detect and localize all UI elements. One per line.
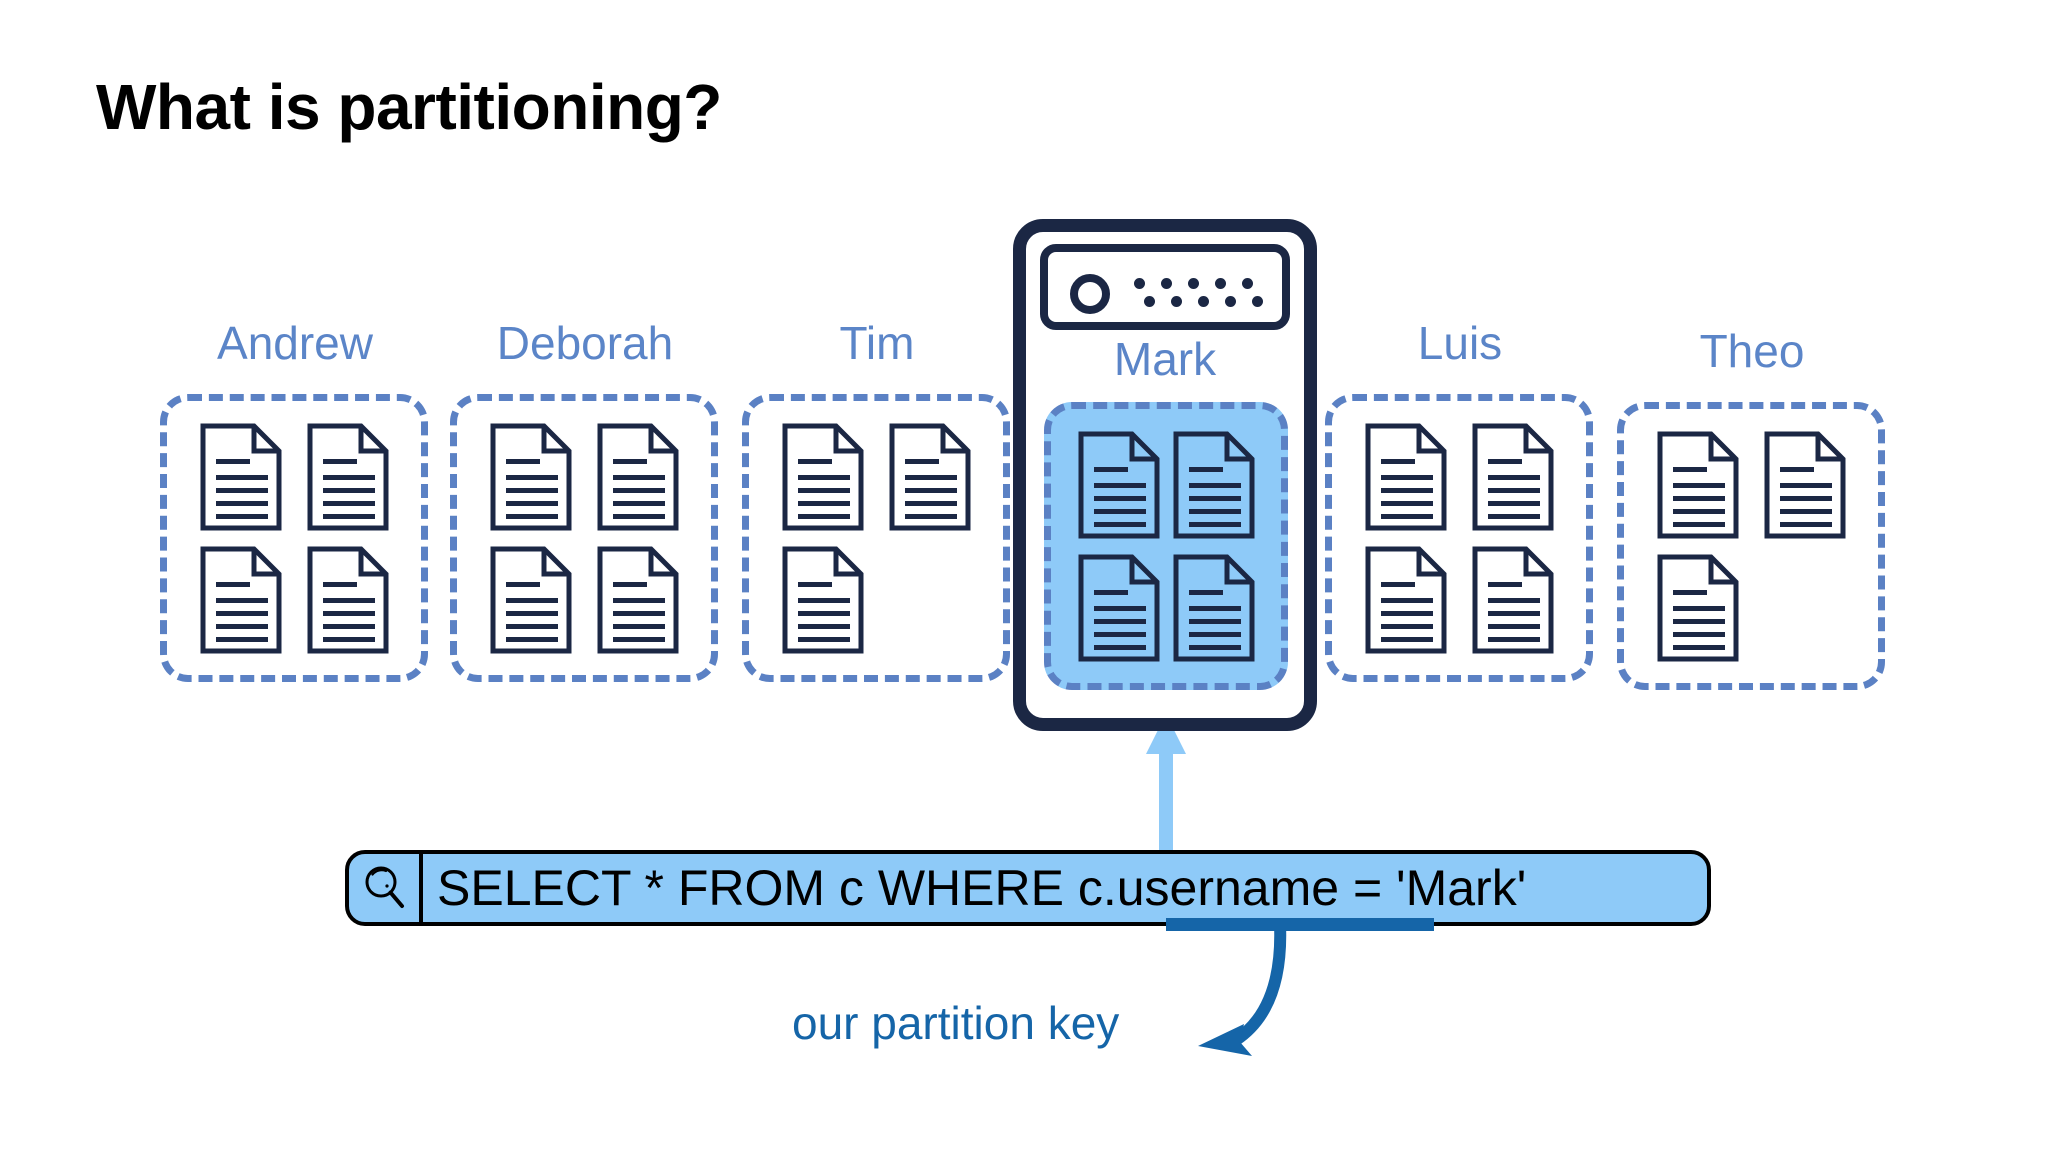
document-item[interactable]: [1472, 546, 1554, 654]
partition-name-label: Luis: [1417, 317, 1503, 369]
document-grid-tim: [749, 401, 1003, 675]
document-grid-mark: [1051, 409, 1281, 683]
document-icon: [1472, 546, 1553, 653]
partition-key-underline: [1166, 918, 1434, 931]
document-item[interactable]: [597, 423, 679, 531]
document-item[interactable]: [1173, 431, 1255, 539]
document-item[interactable]: [307, 423, 389, 531]
query-bar[interactable]: SELECT * FROM c WHERE c.username = 'Mark…: [345, 850, 1711, 926]
document-item[interactable]: [1365, 546, 1447, 654]
document-icon: [1472, 423, 1553, 530]
document-item[interactable]: [200, 546, 282, 654]
vent-dot: [1161, 278, 1172, 289]
document-grid-andrew: [167, 401, 421, 675]
query-segment-after: = 'Mark': [1339, 860, 1527, 916]
document-item[interactable]: [1365, 423, 1447, 531]
vent-dot: [1171, 296, 1182, 307]
partition-box-luis[interactable]: [1325, 394, 1593, 682]
query-text[interactable]: SELECT * FROM c WHERE c.username = 'Mark…: [423, 863, 1707, 913]
server-name-label: Mark: [1113, 333, 1217, 385]
document-icon: [1173, 431, 1254, 538]
vent-dot: [1215, 278, 1226, 289]
partition-name-label: Andrew: [217, 317, 373, 369]
document-icon: [597, 546, 678, 653]
document-item[interactable]: [1078, 554, 1160, 662]
partition-name-label: Deborah: [496, 317, 674, 369]
query-segment-before: SELECT * FROM c WHERE: [437, 860, 1078, 916]
partition-box-mark[interactable]: [1044, 402, 1288, 690]
document-item[interactable]: [307, 546, 389, 654]
document-icon: [200, 423, 281, 530]
partition-row: Andrew Deborah Tim Luis Theo: [0, 320, 2048, 720]
magnifier-icon: [349, 854, 423, 922]
partition-box-theo[interactable]: [1617, 402, 1885, 690]
document-icon: [1078, 431, 1159, 538]
document-item[interactable]: [1472, 423, 1554, 531]
document-icon: [1764, 431, 1845, 538]
document-item[interactable]: [490, 423, 572, 531]
document-icon: [490, 423, 571, 530]
curved-arrow-left-icon: [1198, 920, 1287, 1056]
vent-dot: [1225, 296, 1236, 307]
partition-column-luis: Luis: [1325, 320, 1595, 682]
vent-dot: [1188, 278, 1199, 289]
document-icon: [889, 423, 970, 530]
document-icon: [1078, 554, 1159, 661]
document-icon: [782, 423, 863, 530]
arrow-up-icon: [1146, 714, 1186, 854]
vent-dots-icon: [1134, 278, 1266, 314]
document-icon: [1365, 546, 1446, 653]
document-item[interactable]: [782, 546, 864, 654]
vent-dot: [1198, 296, 1209, 307]
vent-dot: [1242, 278, 1253, 289]
power-led-icon: [1070, 274, 1110, 314]
document-item[interactable]: [1657, 431, 1739, 539]
document-item[interactable]: [1657, 554, 1739, 662]
document-item[interactable]: [200, 423, 282, 531]
document-grid-luis: [1332, 401, 1586, 675]
document-icon: [782, 546, 863, 653]
document-item[interactable]: [1764, 431, 1846, 539]
document-icon: [1365, 423, 1446, 530]
document-item[interactable]: [782, 423, 864, 531]
document-item[interactable]: [490, 546, 572, 654]
partition-column-andrew: Andrew: [160, 320, 430, 682]
document-icon: [307, 423, 388, 530]
partition-name-label: Tim: [839, 317, 915, 369]
vent-dot: [1134, 278, 1145, 289]
partition-name-label: Theo: [1699, 325, 1805, 377]
document-item[interactable]: [1078, 431, 1160, 539]
vent-dot: [1144, 296, 1155, 307]
page-title: What is partitioning?: [96, 71, 722, 143]
document-item[interactable]: [1173, 554, 1255, 662]
server-unit-mark[interactable]: Mark: [1013, 219, 1317, 731]
document-item[interactable]: [597, 546, 679, 654]
query-partition-key-token: c.username: [1077, 860, 1340, 916]
callout-label: our partition key: [792, 997, 1120, 1049]
partition-column-tim: Tim: [742, 320, 1012, 682]
document-icon: [1173, 554, 1254, 661]
document-grid-theo: [1624, 409, 1878, 683]
document-icon: [200, 546, 281, 653]
partition-box-tim[interactable]: [742, 394, 1010, 682]
document-grid-deborah: [457, 401, 711, 675]
document-icon: [597, 423, 678, 530]
document-icon: [490, 546, 571, 653]
document-icon: [1657, 431, 1738, 538]
partition-column-theo: Theo: [1617, 320, 1887, 690]
document-item[interactable]: [889, 423, 971, 531]
partition-box-andrew[interactable]: [160, 394, 428, 682]
vent-dot: [1252, 296, 1263, 307]
document-icon: [1657, 554, 1738, 661]
server-faceplate: [1040, 244, 1290, 330]
partition-box-deborah[interactable]: [450, 394, 718, 682]
document-icon: [307, 546, 388, 653]
partition-column-deborah: Deborah: [450, 320, 720, 682]
